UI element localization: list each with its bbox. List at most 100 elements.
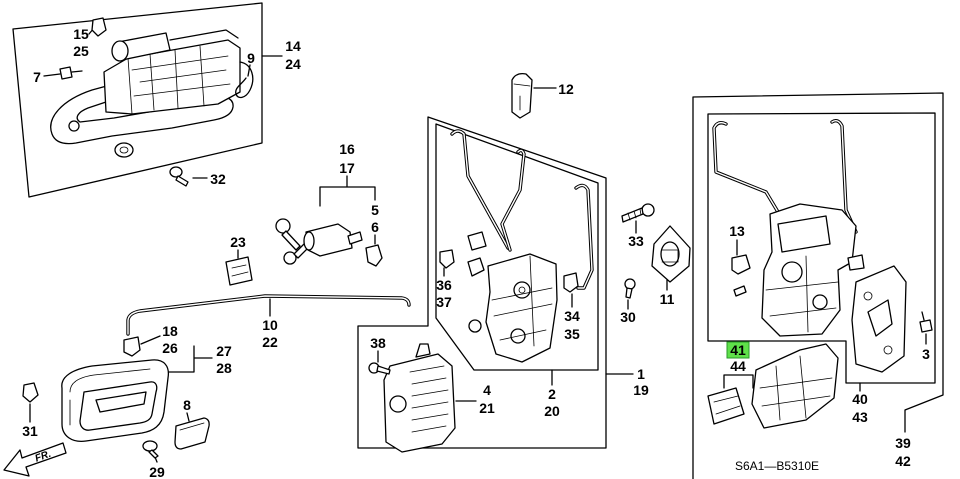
rear-lock-side-clip xyxy=(847,254,865,271)
callout-42[interactable]: 42 xyxy=(895,453,911,469)
screw-30-head xyxy=(624,278,636,290)
latch-41-body xyxy=(751,343,839,429)
callout-34[interactable]: 34 xyxy=(564,308,580,324)
lock-cylinder-face xyxy=(303,231,315,251)
callout-35[interactable]: 35 xyxy=(564,326,580,342)
cap-8-body xyxy=(174,417,210,450)
key-bow-lower xyxy=(283,251,297,265)
wire-9-drawing xyxy=(235,61,254,99)
rear-lock-outer-frame xyxy=(692,92,944,479)
outside-handle-frame xyxy=(12,2,263,198)
latch-41-actuator-ribs xyxy=(713,395,741,415)
callout-22[interactable]: 22 xyxy=(262,334,278,350)
door-lock-bushing xyxy=(468,319,482,333)
cap-8-edge xyxy=(179,422,205,431)
rod-b-core xyxy=(501,149,525,251)
actuator-4-drawing xyxy=(383,343,456,453)
callout-20[interactable]: 20 xyxy=(544,403,560,419)
bolt-3-head xyxy=(919,319,933,333)
bolt-3-drawing xyxy=(919,311,933,333)
door-lock-side-clip xyxy=(467,257,485,277)
plate-40-drawing xyxy=(851,265,907,373)
clip-18-drawing xyxy=(123,336,141,357)
callout-17[interactable]: 17 xyxy=(339,160,355,176)
callout-19[interactable]: 19 xyxy=(633,382,649,398)
rear-rod-a-outline xyxy=(712,120,780,214)
rod-10-core xyxy=(127,295,410,335)
striker-11-drawing xyxy=(651,225,691,283)
callout-37[interactable]: 37 xyxy=(436,294,452,310)
callout-16[interactable]: 16 xyxy=(339,141,355,157)
callout-39[interactable]: 39 xyxy=(895,435,911,451)
callout-30[interactable]: 30 xyxy=(620,309,636,325)
callout-7[interactable]: 7 xyxy=(33,69,41,85)
lock-cylinder-lever xyxy=(347,231,363,245)
callout-29[interactable]: 29 xyxy=(149,464,165,479)
callout-15[interactable]: 15 xyxy=(73,26,89,42)
callout-36[interactable]: 36 xyxy=(436,277,452,293)
callout-41[interactable]: 41 xyxy=(730,342,746,358)
callout-28[interactable]: 28 xyxy=(216,360,232,376)
cover-12-detail xyxy=(513,83,531,111)
wire-9-loop xyxy=(235,61,254,99)
callout-18[interactable]: 18 xyxy=(162,323,178,339)
inside-handle-drawing xyxy=(61,359,170,442)
door-lock-rods xyxy=(450,129,594,290)
callout-12[interactable]: 12 xyxy=(558,81,574,97)
part-23-body xyxy=(225,256,253,286)
rod-a-outline xyxy=(450,129,510,250)
door-lock-drawing xyxy=(467,231,558,363)
latch-41-drawing xyxy=(707,343,839,429)
callout-10[interactable]: 10 xyxy=(262,317,278,333)
bolt-7-shank xyxy=(71,70,83,73)
callout-25[interactable]: 25 xyxy=(73,43,89,59)
callout-24[interactable]: 24 xyxy=(285,56,301,72)
screw-33-head xyxy=(641,203,655,217)
actuator-4-gear xyxy=(389,395,407,413)
door-lock-body xyxy=(485,253,558,363)
callout-9[interactable]: 9 xyxy=(247,50,255,66)
callout-31[interactable]: 31 xyxy=(22,423,38,439)
callout-43[interactable]: 43 xyxy=(852,409,868,425)
rear-lock-details xyxy=(765,255,839,333)
callout-33[interactable]: 33 xyxy=(628,233,644,249)
part-23-detail xyxy=(231,264,249,277)
callout-14[interactable]: 14 xyxy=(285,38,301,54)
door-lock-gear-hub xyxy=(518,286,526,294)
callout-38[interactable]: 38 xyxy=(370,335,386,351)
callout-40[interactable]: 40 xyxy=(852,391,868,407)
clip-34-drawing xyxy=(563,272,579,293)
rear-lock-motor xyxy=(777,215,831,253)
callout-1[interactable]: 1 xyxy=(637,366,645,382)
arrow-icon xyxy=(3,442,67,477)
callout-3[interactable]: 3 xyxy=(922,346,930,362)
plate-40-hole-lower xyxy=(883,345,893,355)
screw-32-drawing xyxy=(169,166,189,187)
front-direction-arrow: FR. xyxy=(3,442,67,477)
callout-27[interactable]: 27 xyxy=(216,343,232,359)
callout-23[interactable]: 23 xyxy=(230,234,246,250)
callout-8[interactable]: 8 xyxy=(183,397,191,413)
callout-6[interactable]: 6 xyxy=(371,219,379,235)
callout-13[interactable]: 13 xyxy=(729,223,745,239)
callout-44[interactable]: 44 xyxy=(730,358,746,374)
inside-handle-lever xyxy=(95,391,147,413)
callout-21[interactable]: 21 xyxy=(479,400,495,416)
grommet-hole xyxy=(119,146,129,154)
striker-11-plate xyxy=(651,225,691,283)
striker-11-loop xyxy=(661,249,679,263)
callout-5[interactable]: 5 xyxy=(371,202,379,218)
screw-30-shank xyxy=(625,287,633,299)
callout-11[interactable]: 11 xyxy=(660,291,675,307)
callout-26[interactable]: 26 xyxy=(162,340,178,356)
screw-29-drawing xyxy=(142,440,159,459)
callout-2[interactable]: 2 xyxy=(548,386,556,402)
outside-handle-cylinder-face xyxy=(111,40,129,62)
outside-handle-top-rod xyxy=(169,29,239,41)
callout-4[interactable]: 4 xyxy=(483,382,491,398)
callout-32[interactable]: 32 xyxy=(210,171,226,187)
door-lock-inner-frame xyxy=(435,123,599,371)
plate-40-hole-upper xyxy=(863,291,873,301)
screw-32-head xyxy=(169,166,183,178)
